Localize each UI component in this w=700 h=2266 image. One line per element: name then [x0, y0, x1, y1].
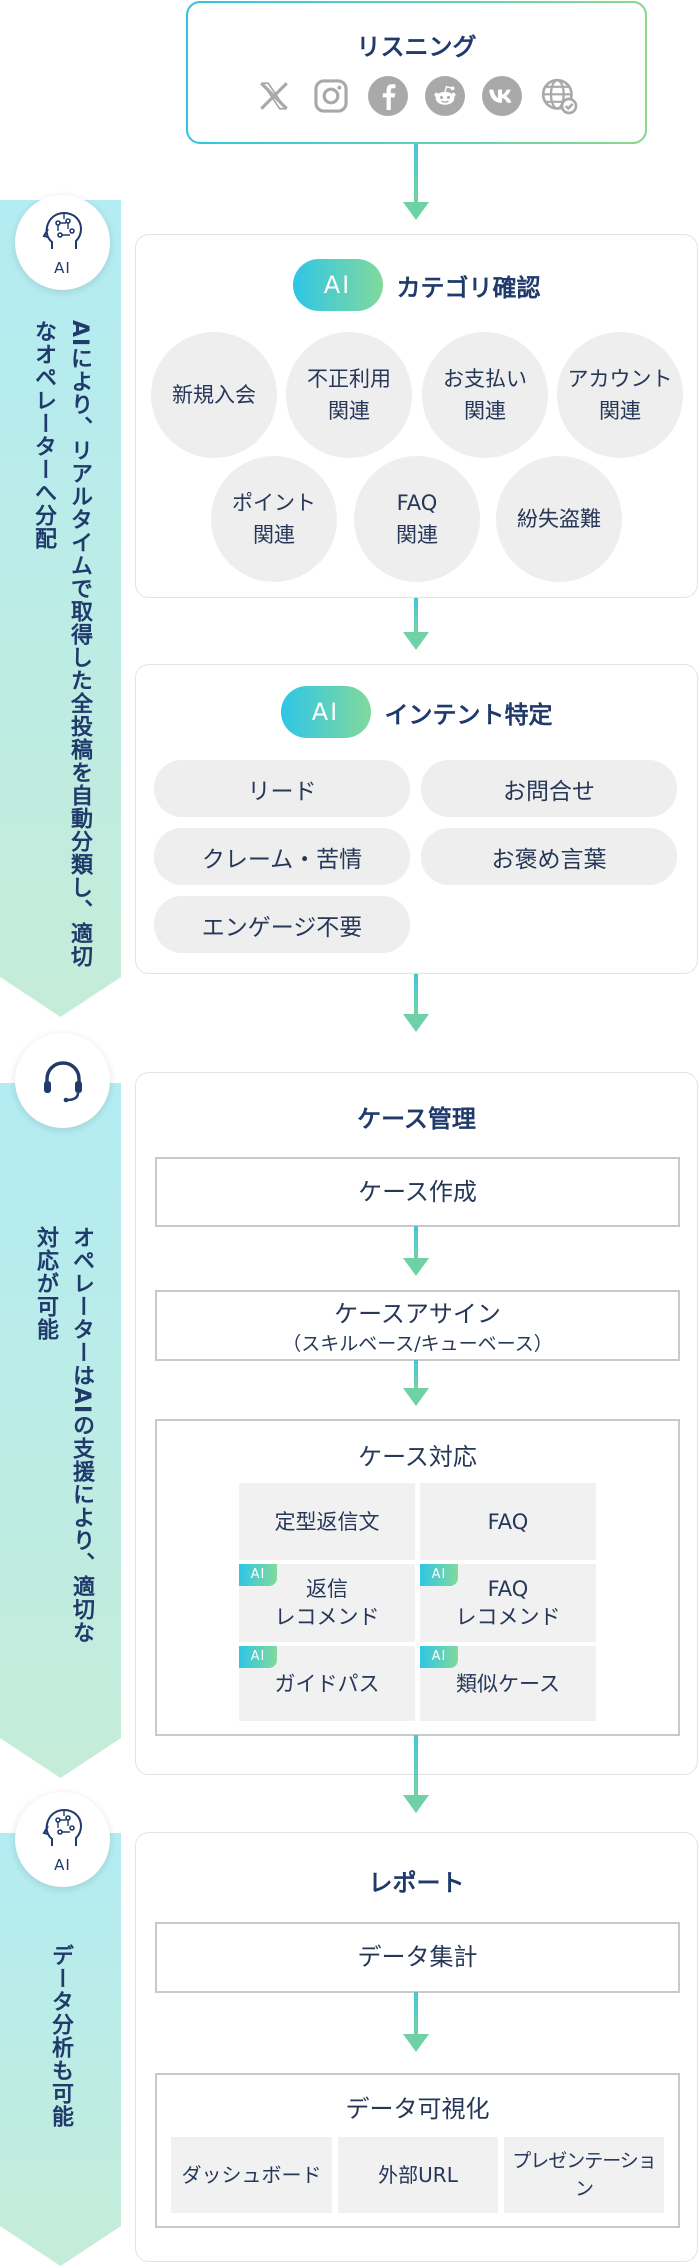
instagram-icon [311, 76, 351, 116]
intent-item: お褒め言葉 [421, 828, 677, 885]
web-icon [539, 76, 579, 116]
flow-arrow-head [403, 2034, 429, 2052]
flow-arrow-head [403, 1388, 429, 1406]
ai-pill: AI [292, 259, 383, 311]
data-visualize-box: データ可視化 ダッシュボード 外部URL プレゼンテーション [155, 2073, 680, 2228]
intent-item: エンゲージ不要 [154, 896, 410, 953]
ai-band-classification [0, 200, 121, 1017]
case-handle-box: ケース対応 定型返信文 FAQ AI 返信 レコメンド AI FAQ レコメンド… [155, 1419, 680, 1736]
vk-icon [482, 76, 522, 116]
ai-badge-label: AI [54, 258, 71, 277]
category-card: AI カテゴリ確認 新規入会 不正利用 関連 お支払い 関連 アカウント 関連 … [135, 234, 698, 598]
category-title: カテゴリ確認 [396, 273, 541, 302]
reddit-icon [425, 76, 465, 116]
case-tile: AI 類似ケース [420, 1646, 596, 1721]
category-header: AI カテゴリ確認 [136, 259, 697, 311]
flow-arrow-line [414, 974, 418, 1016]
ai-brain-icon [41, 1808, 82, 1846]
intent-header: AI インテント特定 [136, 686, 697, 738]
category-item: アカウント 関連 [557, 332, 683, 458]
flow-arrow-head [403, 202, 429, 220]
category-item: お支払い 関連 [422, 332, 548, 458]
listening-title: リスニング [356, 33, 477, 61]
visualize-tile: ダッシュボード [171, 2137, 332, 2213]
case-title: ケース管理 [357, 1105, 476, 1133]
ai-tag: AI [420, 1564, 458, 1586]
flow-arrow-line [414, 1226, 418, 1262]
report-card: レポート データ集計 データ可視化 ダッシュボード 外部URL プレゼンテーショ… [135, 1832, 698, 2262]
ai-badge-label: AI [54, 1855, 71, 1874]
flow-arrow-line [414, 1992, 418, 2036]
visualize-tile: 外部URL [338, 2137, 498, 2213]
band-text-analysis: データ分析も可能 [48, 1944, 73, 2128]
band-text-operator: オペレーターはAIの支援により、適切な対応が可能 [33, 1226, 94, 1645]
data-visualize-label: データ可視化 [345, 2095, 490, 2123]
facebook-icon [368, 76, 408, 116]
case-tile-label: ガイドパス [274, 1671, 380, 1696]
ai-tag: AI [239, 1564, 277, 1586]
data-aggregate-box: データ集計 [155, 1922, 680, 1993]
visualize-tile: プレゼンテーション [504, 2137, 664, 2213]
case-assign-sub: （スキルベース/キューベース） [282, 1333, 553, 1355]
intent-item: お問合せ [421, 760, 677, 817]
operator-band [0, 1083, 121, 1778]
band-text-classification: AIにより、リアルタイムで取得した全投稿を自動分類し、適切なオペレーターへ分配 [31, 320, 92, 969]
case-tile: FAQ [420, 1483, 596, 1560]
intent-title: インテント特定 [384, 700, 553, 729]
x-icon [254, 76, 294, 116]
case-tile-label: 類似ケース [456, 1671, 560, 1696]
case-card: ケース管理 ケース作成 ケースアサイン （スキルベース/キューベース） ケース対… [135, 1072, 698, 1775]
listening-box: リスニング [186, 1, 647, 144]
category-item: 紛失盗難 [496, 456, 622, 582]
intent-card: AI インテント特定 リード お問合せ クレーム・苦情 お褒め言葉 エンゲージ不… [135, 664, 698, 974]
case-tile: AI 返信 レコメンド [239, 1564, 415, 1642]
flow-arrow-line [414, 144, 418, 204]
flow-arrow-line [414, 1360, 418, 1390]
flow-arrow-head [403, 1014, 429, 1032]
flow-arrow-line [414, 1735, 418, 1797]
ai-brain-badge: AI [15, 195, 110, 290]
report-title: レポート [368, 1869, 465, 1897]
case-tile-label: FAQ レコメンド [455, 1577, 561, 1629]
sns-icon-row [188, 76, 645, 116]
case-tile: AI FAQ レコメンド [420, 1564, 596, 1642]
ai-brain-badge: AI [15, 1792, 110, 1887]
case-assign-box: ケースアサイン （スキルベース/キューベース） [155, 1290, 680, 1361]
ai-pill: AI [280, 686, 371, 738]
case-tile: 定型返信文 [239, 1483, 415, 1560]
case-tile: AI ガイドパス [239, 1646, 415, 1721]
category-item: FAQ 関連 [354, 456, 480, 582]
category-item: ポイント 関連 [211, 456, 337, 582]
intent-item: リード [154, 760, 410, 817]
operator-badge [15, 1033, 110, 1128]
case-assign-label: ケースアサイン [334, 1300, 501, 1328]
case-tile-label: 返信 レコメンド [274, 1577, 380, 1629]
flow-arrow-head [403, 1258, 429, 1276]
ai-tag: AI [420, 1646, 458, 1668]
case-create-box: ケース作成 [155, 1157, 680, 1227]
flow-arrow-line [414, 598, 418, 634]
category-item: 新規入会 [151, 332, 277, 458]
case-handle-label: ケース対応 [358, 1443, 477, 1471]
flow-arrow-head [403, 632, 429, 650]
headset-icon [43, 1060, 82, 1102]
ai-band-analysis [0, 1833, 121, 2266]
flow-arrow-head [403, 1795, 429, 1813]
ai-brain-icon [41, 211, 82, 249]
intent-item: クレーム・苦情 [154, 828, 410, 885]
ai-tag: AI [239, 1646, 277, 1668]
category-item: 不正利用 関連 [286, 332, 412, 458]
